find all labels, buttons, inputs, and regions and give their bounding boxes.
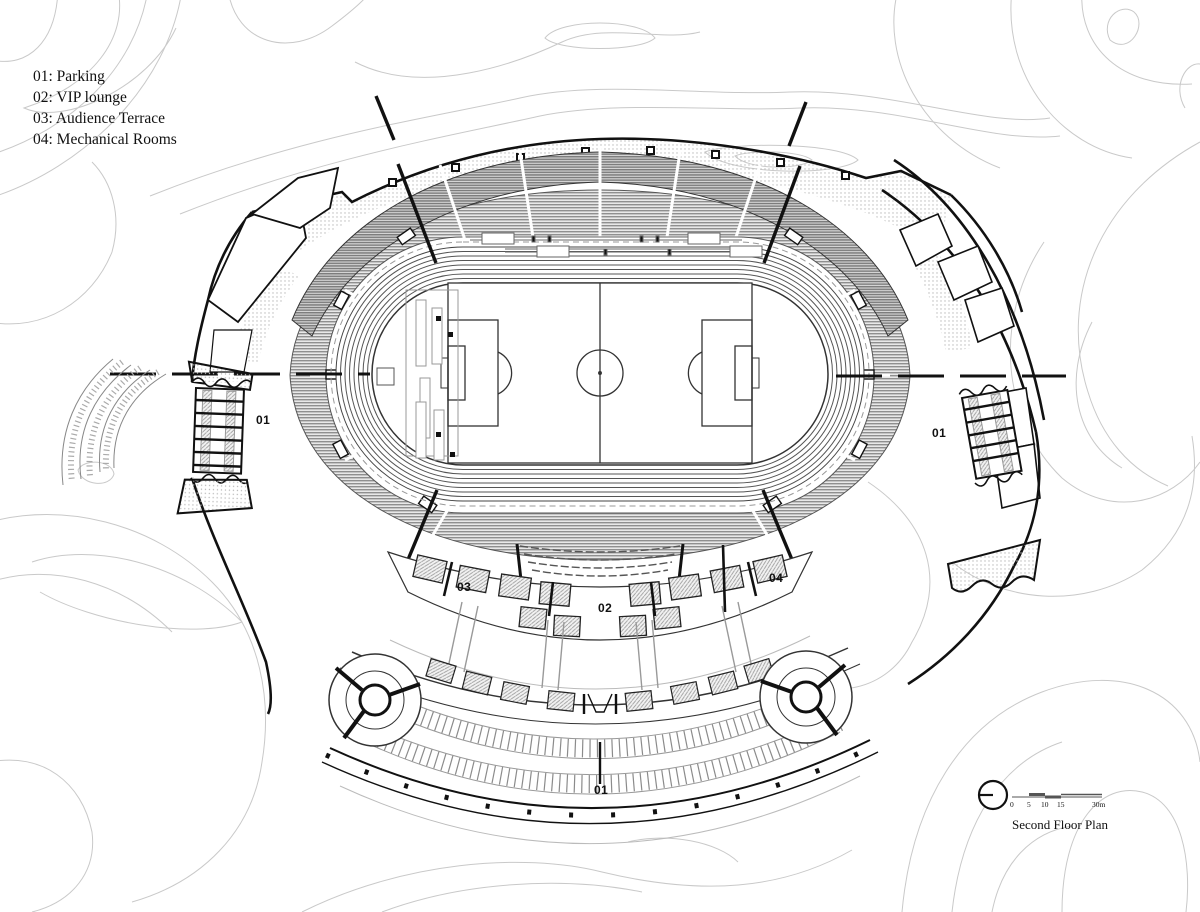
legend: 01: Parking 02: VIP lounge 03: Audience … [33, 66, 177, 150]
label-vip-lounge: 02 [598, 601, 612, 615]
ramp-tower-west [328, 653, 422, 747]
north-arrow-icon [977, 779, 1009, 811]
legend-item-parking: 01: Parking [33, 68, 105, 85]
label-parking-south: 01 [594, 783, 608, 797]
drawing-caption: Second Floor Plan [1012, 817, 1109, 832]
parking-crescent: 01 [321, 601, 879, 844]
west-wing: 01 [61, 166, 340, 715]
label-parking-east: 01 [932, 426, 946, 440]
label-mechanical-rooms: 04 [769, 571, 783, 585]
legend-item-vip: 02: VIP lounge [33, 89, 127, 106]
scale-tick-5: 5 [1027, 800, 1031, 809]
scale-bar [1012, 793, 1102, 799]
vip-tribune [515, 543, 685, 581]
legend-item-mechanical: 04: Mechanical Rooms [33, 131, 177, 148]
south-rooms-band: 03 02 04 [386, 543, 814, 641]
scale-tick-15: 15 [1057, 800, 1065, 809]
seating-upper-tier [291, 151, 909, 337]
section-cut-lines [374, 95, 808, 563]
field-equipment [376, 232, 763, 461]
title-block: 0 5 10 15 30m Second Floor Plan [977, 779, 1109, 832]
scale-tick-30m: 30m [1092, 800, 1106, 809]
legend-item-terrace: 03: Audience Terrace [33, 110, 166, 127]
soccer-field [440, 282, 760, 464]
scale-tick-10: 10 [1041, 800, 1049, 809]
concourse-band [206, 137, 1024, 362]
ramp-tower-east [759, 650, 853, 744]
scale-tick-0: 0 [1010, 800, 1014, 809]
label-audience-terrace: 03 [457, 580, 471, 594]
label-parking-west: 01 [256, 413, 270, 427]
east-wing: 01 [881, 158, 1046, 686]
